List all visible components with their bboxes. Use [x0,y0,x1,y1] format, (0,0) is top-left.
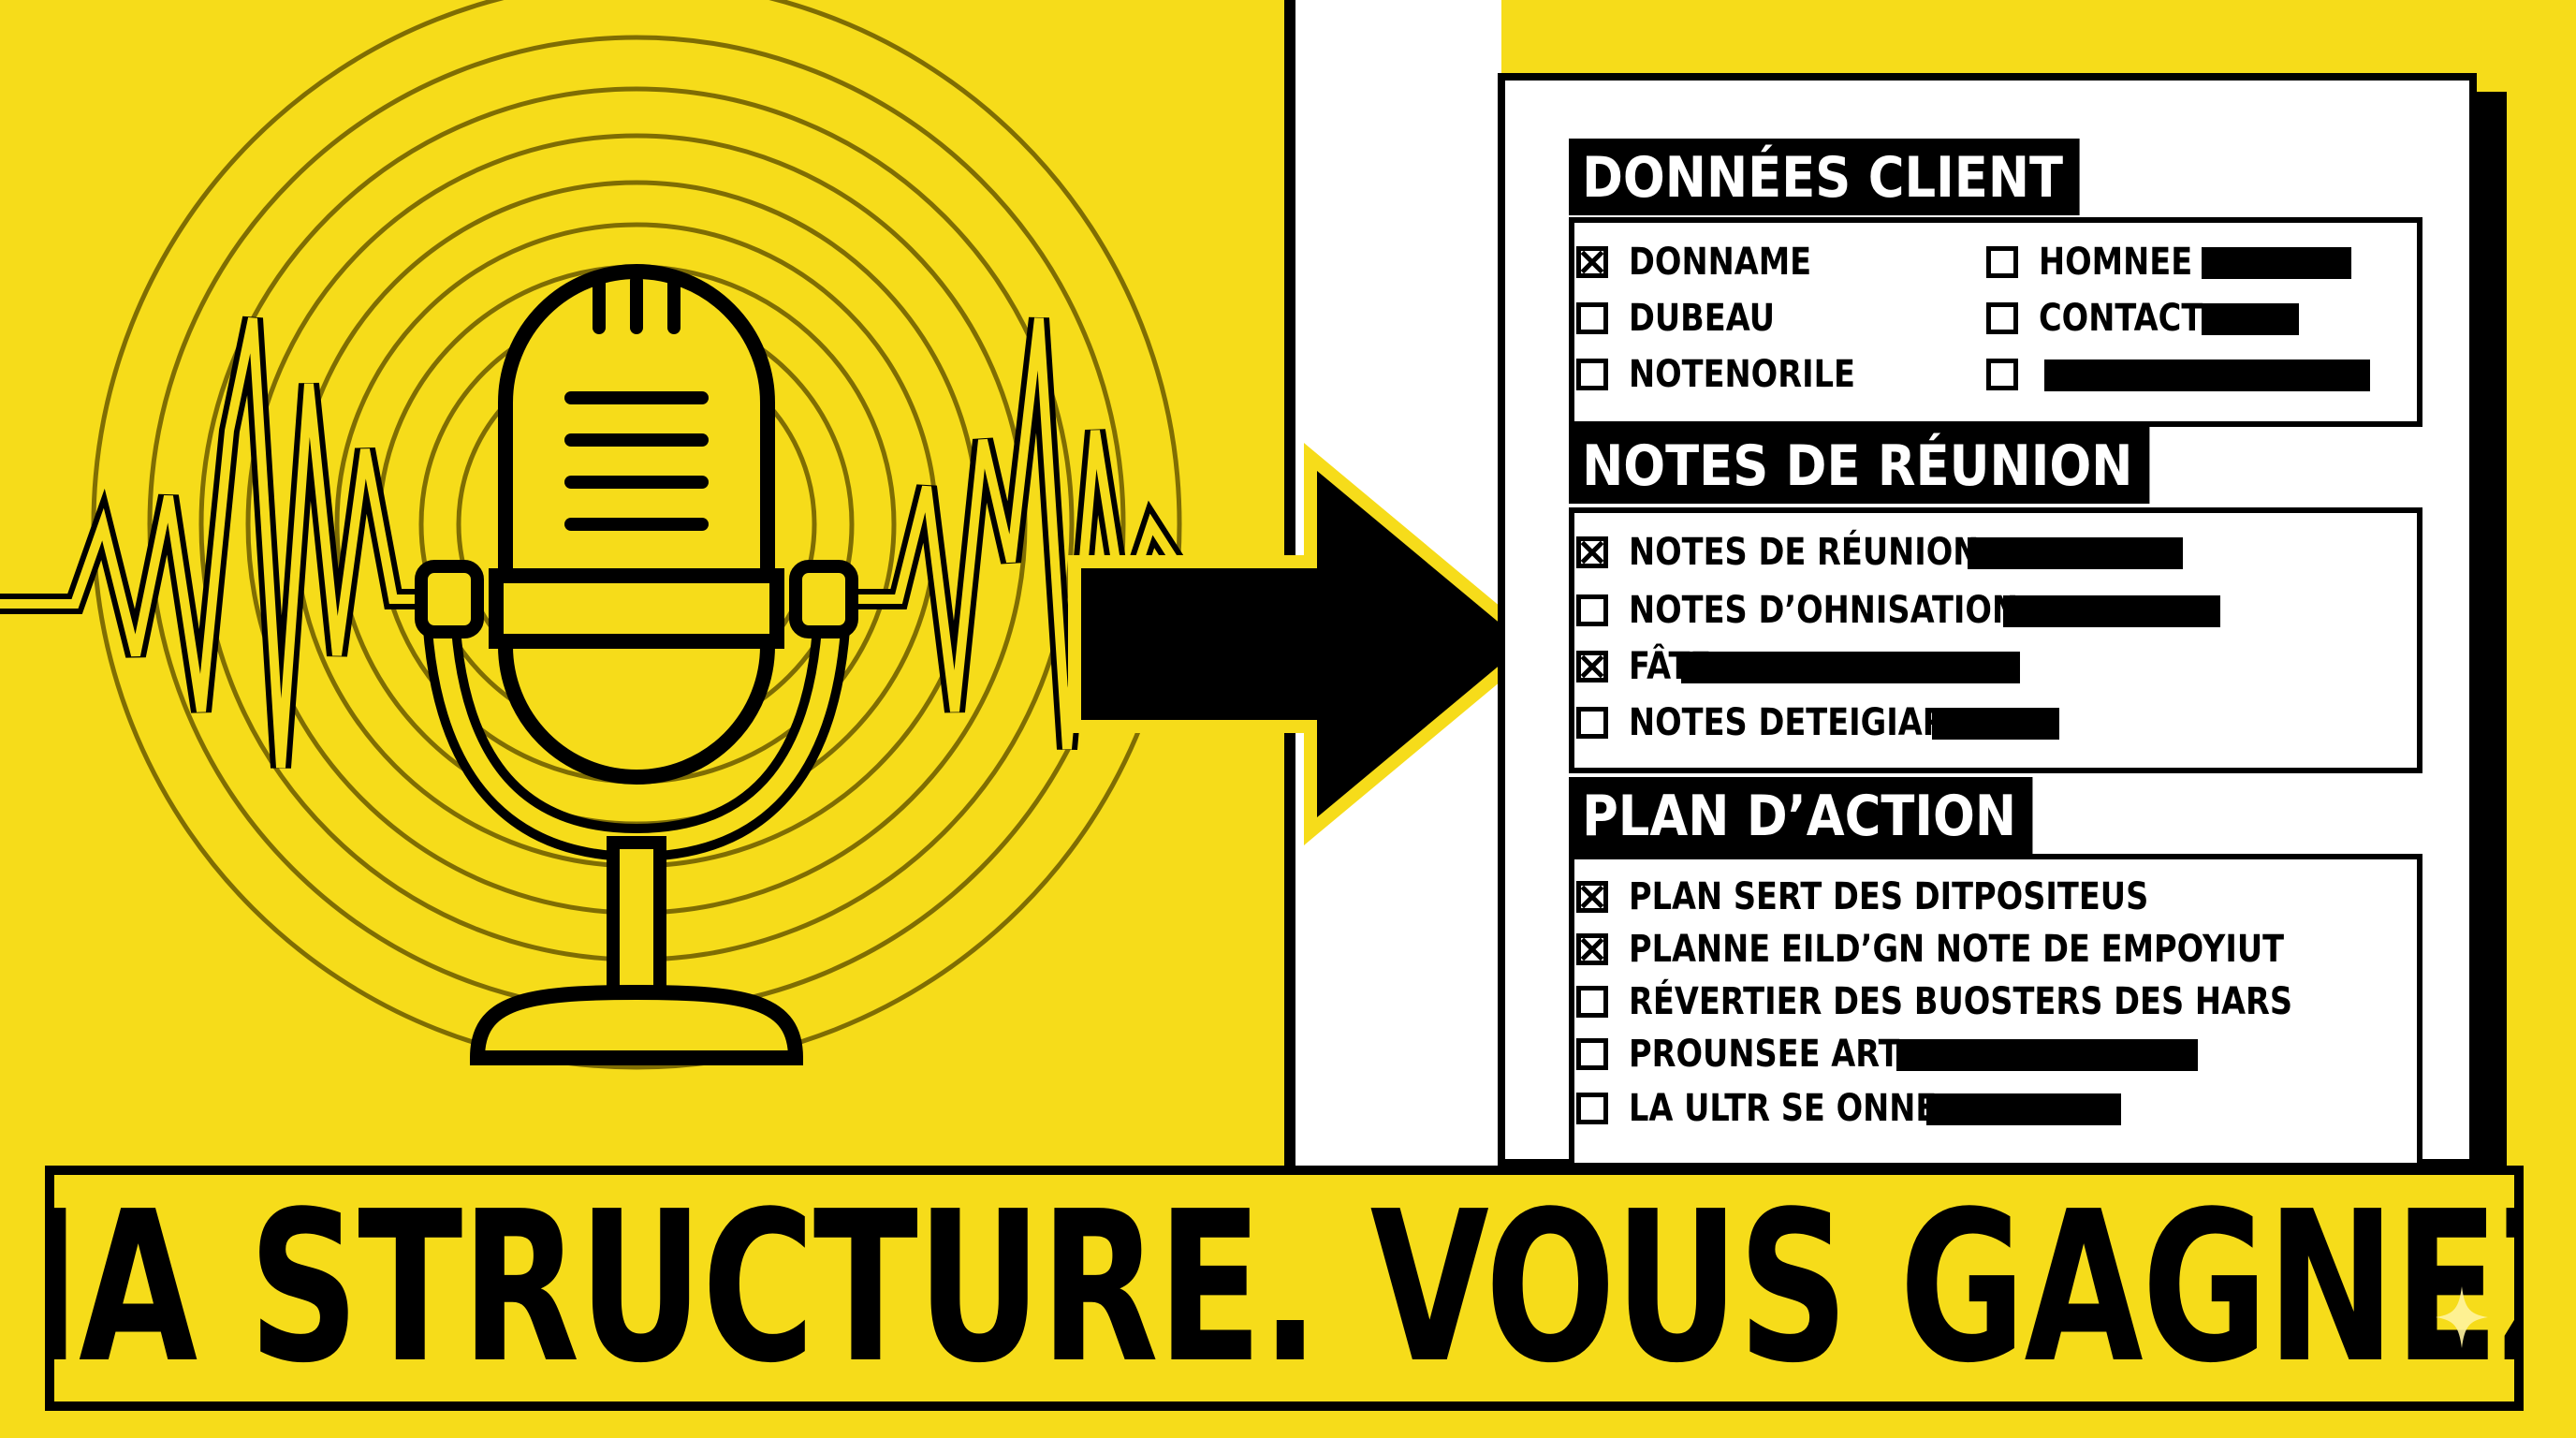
checklist-item-label: NOTES DE RÉUNION [1629,531,1980,574]
checklist-item[interactable]: NOTES DE RÉUNION [1576,532,2046,573]
headline-text: L’IA STRUCTURE. VOUS GAGNEZ. [54,1167,2514,1409]
checkbox[interactable] [1986,302,2018,334]
checklist-item-label: NOTENORILE [1629,353,1855,396]
checkbox[interactable] [1576,881,1608,913]
checklist-item[interactable]: PLANNE EILD’GN NOTE DE EMPOYIUT [1576,929,2408,970]
checkbox[interactable] [1576,986,1608,1018]
checkbox[interactable] [1576,707,1608,739]
checklist-item-label: CONTACT [2039,297,2203,340]
checkbox[interactable] [1986,359,2018,390]
section-title-client-data: DONNÉES CLIENT [1569,139,2080,215]
redaction-bar [1968,537,2183,569]
checklist-item-label: HOMNEE [2039,241,2193,284]
redaction-bar [1681,652,2020,683]
checklist-item-label: NOTES D’OHNISATION [1629,589,2019,632]
checklist-item[interactable]: CONTACT [1986,298,2234,339]
redaction-bar [1896,1039,2198,1071]
redaction-bar [2003,595,2220,627]
checkbox[interactable] [1576,594,1608,626]
redaction-bar [2044,360,2370,391]
checklist-item[interactable]: RÉVERTIER DES BUOSTERS DES HARS [1576,981,2419,1022]
checklist-item[interactable]: DONNAME [1576,242,1846,283]
checklist-item[interactable]: NOTES D’OHNISATION [1576,590,2092,631]
redaction-bar [2202,247,2351,279]
checklist-item-label: LA ULTR SE ONNE [1629,1087,1938,1130]
checklist-item[interactable] [1986,354,2039,395]
checkbox[interactable] [1576,359,1608,390]
checkbox[interactable] [1576,246,1608,278]
checklist-item-label: DUBEAU [1629,297,1775,340]
checklist-item[interactable]: PROUNSEE ART [1576,1034,1952,1075]
checklist-item[interactable]: NOTES DETEIGIAR [1576,702,2007,743]
checkbox[interactable] [1986,246,2018,278]
checkbox[interactable] [1576,302,1608,334]
section-title-action-plan: PLAN D’ACTION [1569,777,2033,854]
sparkle-icon [2436,1286,2488,1348]
checklist-item-label: NOTES DETEIGIAR [1629,701,1947,744]
checkbox[interactable] [1576,536,1608,568]
section-title-meeting-notes: NOTES DE RÉUNION [1569,427,2150,504]
microphone-icon [415,264,858,1065]
checklist-item-label: RÉVERTIER DES BUOSTERS DES HARS [1629,980,2293,1023]
checklist-item-label: PROUNSEE ART [1629,1033,1900,1076]
checklist-item-label: PLAN SERT DES DITPOSITEUS [1629,875,2149,918]
checkbox[interactable] [1576,1038,1608,1070]
redaction-bar [1932,708,2059,740]
right-arrow-icon [1068,443,1545,845]
checklist-item[interactable]: DUBEAU [1576,298,1803,339]
checkbox[interactable] [1576,933,1608,965]
checklist-item[interactable]: NOTENORILE [1576,354,1898,395]
checkbox[interactable] [1576,651,1608,682]
checklist-item[interactable]: PLAN SERT DES DITPOSITEUS [1576,876,2247,917]
checklist-item-label: PLANNE EILD’GN NOTE DE EMPOYIUT [1629,928,2285,971]
headline-banner: L’IA STRUCTURE. VOUS GAGNEZ. [45,1166,2524,1411]
checklist-item[interactable]: HOMNEE [1986,242,2221,283]
checklist-item[interactable]: LA ULTR SE ONNE [1576,1088,1996,1129]
checkbox[interactable] [1576,1093,1608,1124]
redaction-bar [1926,1093,2121,1125]
checklist-item-label: DONNAME [1629,241,1812,284]
redaction-bar [2202,303,2299,335]
